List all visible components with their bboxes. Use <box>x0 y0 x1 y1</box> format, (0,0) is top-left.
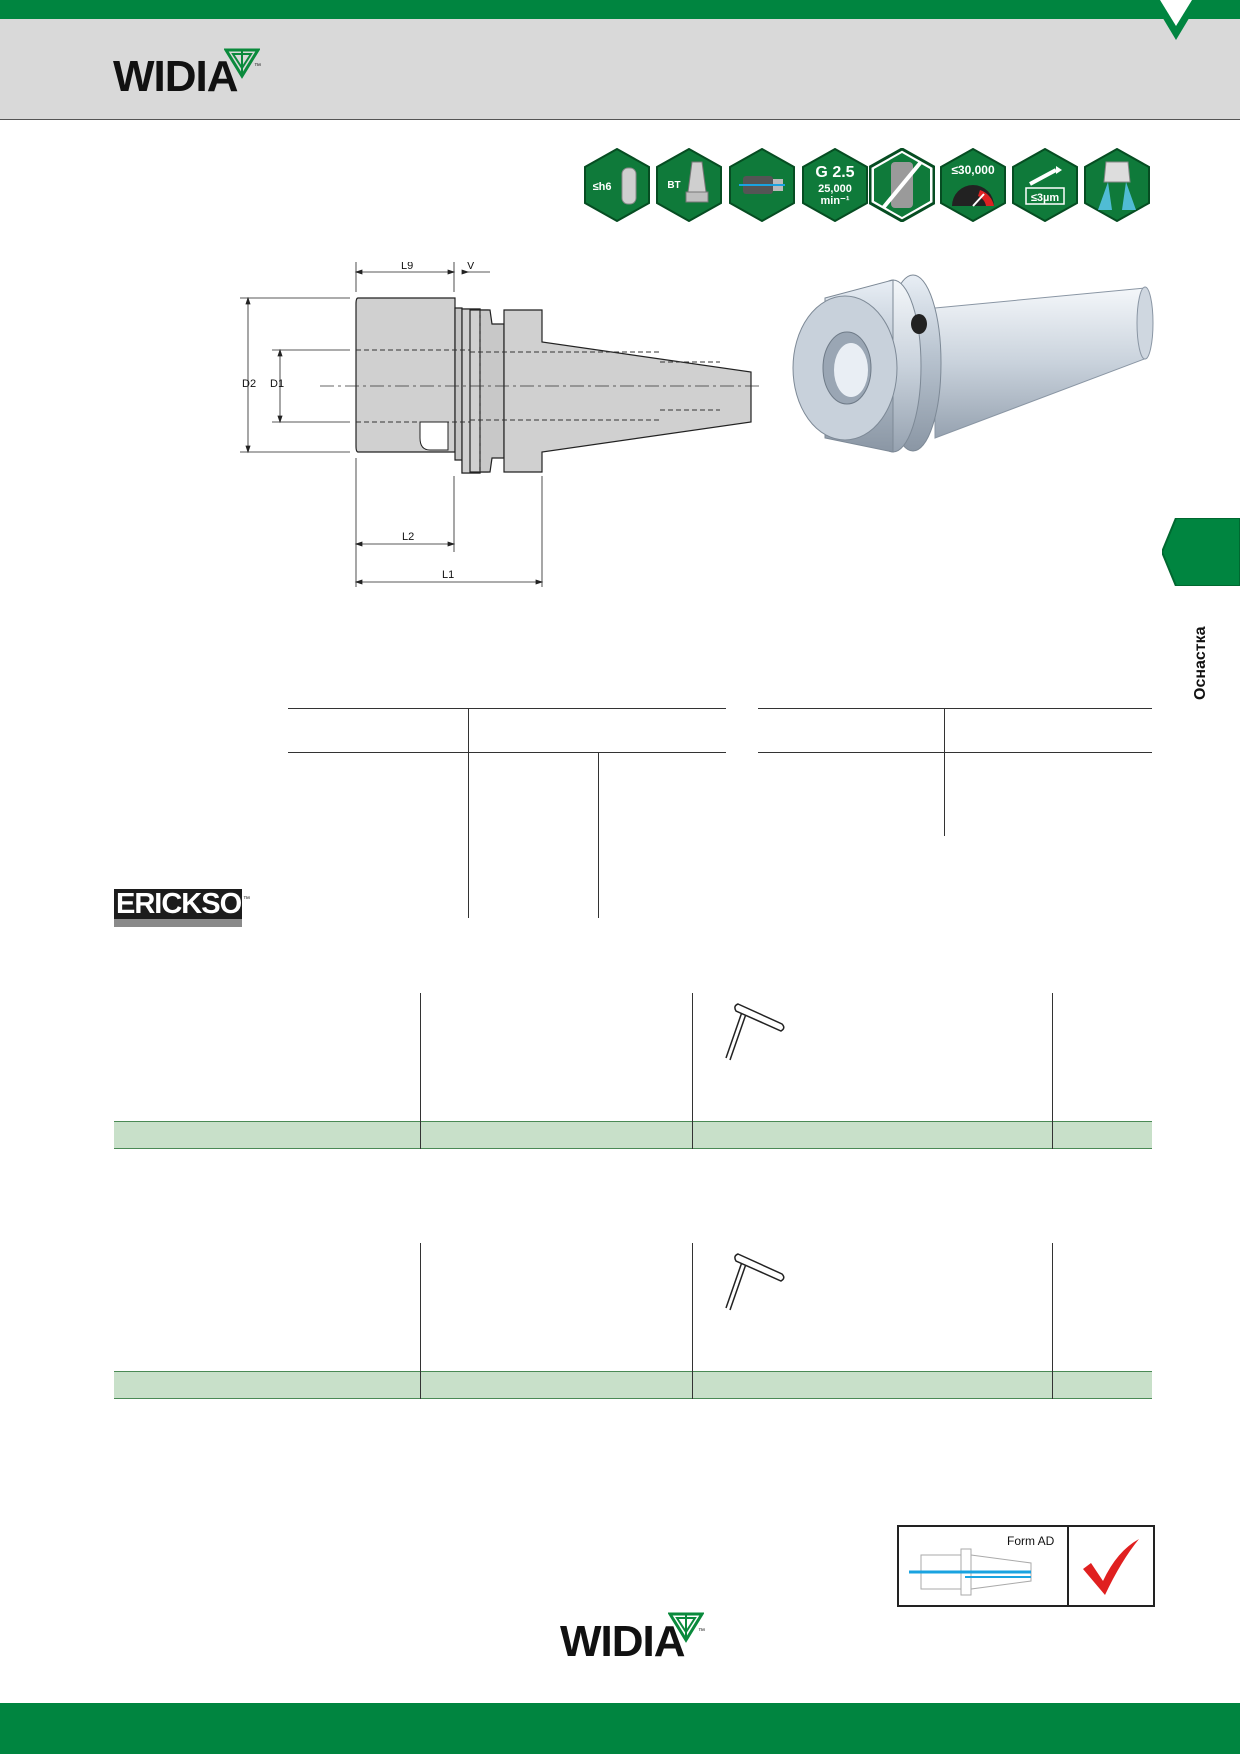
bt-label: BT <box>667 180 680 191</box>
balance-grade-icon: G 2.5 25,000 min⁻¹ <box>802 148 868 222</box>
trademark-mark: ™ <box>254 63 261 70</box>
widia-triangle-icon <box>224 48 260 79</box>
erickson-text: ERICKSON <box>116 888 262 920</box>
dim-l1-label: L1 <box>442 569 454 581</box>
coolant-through-icon <box>729 148 795 222</box>
widia-triangle-icon <box>668 1612 704 1643</box>
table1-divider-2 <box>598 752 599 918</box>
acc2-green-row <box>114 1371 1152 1399</box>
table1-header-rule <box>288 752 726 753</box>
coolant-spray-icon <box>1084 148 1150 222</box>
check-mark-icon <box>1083 1539 1139 1595</box>
shank-tolerance-label: ≤h6 <box>593 181 612 193</box>
coolant-form-ad-icon <box>909 1548 1032 1596</box>
balance-rpm-label: 25,000 <box>818 183 852 195</box>
tool-holder-drawing: L9 V D2 D1 L2 L1 <box>240 262 760 587</box>
acc2-row-divider-2 <box>692 1371 693 1399</box>
table1-top-rule <box>288 708 726 709</box>
acc2-divider-1 <box>420 1243 421 1399</box>
table2-divider <box>944 708 945 836</box>
header-notch-inner <box>1160 0 1192 26</box>
holder-body <box>355 297 456 453</box>
acc1-divider-2 <box>692 993 693 1149</box>
dim-d1-label: D1 <box>270 378 284 390</box>
page-header <box>0 19 1240 120</box>
max-rpm-label: ≤30,000 <box>951 163 995 177</box>
acc2-divider-2 <box>692 1243 693 1399</box>
acc1-divider-3 <box>1052 993 1053 1149</box>
brand-name: WIDIA <box>113 52 239 101</box>
max-rpm-icon: ≤30,000 <box>940 148 1006 222</box>
acc1-row-divider-2 <box>692 1121 693 1149</box>
balance-grade-label: G 2.5 <box>815 164 854 181</box>
dim-v-label: V <box>467 262 475 272</box>
acc2-row-divider-1 <box>420 1371 421 1399</box>
runout-icon: ≤3µm <box>1012 148 1078 222</box>
dim-l9-label: L9 <box>401 262 413 272</box>
no-coolant-icon <box>869 148 935 222</box>
hex-key-icon <box>725 1003 785 1061</box>
widia-logo-footer: WIDIA <box>560 1617 740 1667</box>
bt-taper-icon: BT <box>656 148 722 222</box>
footer-brand-name: WIDIA <box>560 1617 686 1666</box>
acc2-divider-3 <box>1052 1243 1053 1399</box>
erickson-trademark: ™ <box>243 896 250 903</box>
feature-icons-row: ≤h6 BT G 2.5 25,000 min⁻¹ ≤30,000 ≤3µm <box>584 148 1154 228</box>
footer-trademark: ™ <box>698 1628 705 1635</box>
table2-top-rule <box>758 708 1152 709</box>
table2-header-rule <box>758 752 1152 753</box>
balance-unit-label: min⁻¹ <box>820 195 849 207</box>
coolant-form-label: Form AD <box>1007 1534 1055 1548</box>
dim-l2-label: L2 <box>402 531 414 543</box>
table1-divider-1 <box>468 708 469 918</box>
acc2-row-divider-3 <box>1052 1371 1053 1399</box>
section-tab-label: Оснастка <box>1192 626 1209 700</box>
acc1-row-divider-3 <box>1052 1121 1053 1149</box>
holder-taper <box>503 309 752 473</box>
acc1-divider-1 <box>420 993 421 1149</box>
shank-tolerance-icon: ≤h6 <box>584 148 650 222</box>
section-tab[interactable] <box>1162 518 1240 586</box>
runout-label: ≤3µm <box>1031 192 1059 204</box>
top-green-bar <box>0 0 1240 19</box>
bottom-green-bar <box>0 1703 1240 1754</box>
acc1-row-divider-1 <box>420 1121 421 1149</box>
dim-d2-label: D2 <box>242 378 256 390</box>
widia-logo-header: WIDIA <box>113 52 293 102</box>
coolant-form-box: Form AD <box>897 1525 1155 1607</box>
acc1-green-row <box>114 1121 1152 1149</box>
erickson-logo: ERICKSON <box>114 888 262 927</box>
tool-holder-photo <box>792 274 1154 453</box>
hex-key-icon <box>725 1253 785 1311</box>
